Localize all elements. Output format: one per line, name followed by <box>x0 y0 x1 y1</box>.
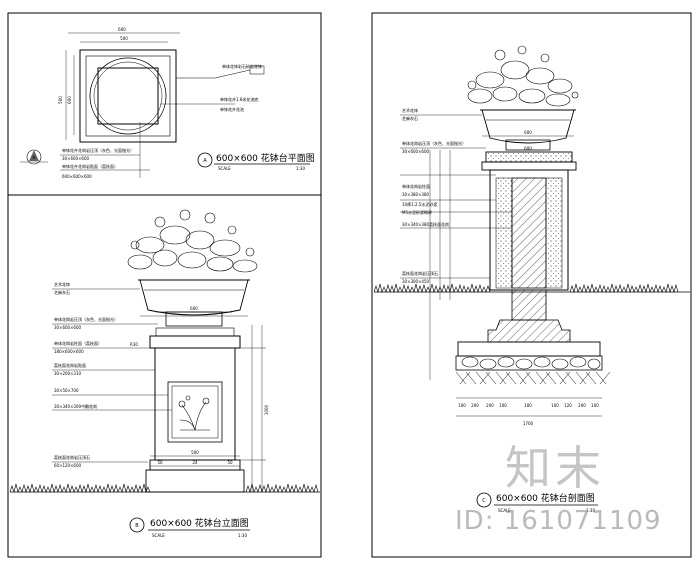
dim-bottom-part-8: 100 <box>591 403 599 408</box>
note-a-4: 30×600×600 <box>62 156 90 161</box>
dim-top-c: 600 <box>524 146 532 151</box>
label-b-2: 单体花岗岩压顶（灰色、光面抛光） <box>54 316 118 322</box>
note-a-1: 单钵花卉1.8米花池底 <box>220 96 258 102</box>
watermark-id: ID: 161071109 <box>455 506 662 536</box>
ground-grass-c <box>373 283 690 294</box>
label-c-10: 30×300×450 <box>402 279 430 284</box>
label-b-8: 30×50×700 <box>54 388 79 393</box>
note-a-5: 单钵花卉花岗岩贴面（荔枝面） <box>62 163 118 169</box>
label-b-1: 芝麻灰石 <box>54 289 70 295</box>
dim-pot-b: 600 <box>190 306 198 311</box>
panel-c-scale: SCALE <box>498 508 511 513</box>
dim-side-inner: 600 <box>67 96 72 104</box>
right-sheet <box>371 12 692 558</box>
note-a-0: 单体花钵彩石砂岩花钵 <box>222 63 262 69</box>
dim-bottom-part-0: 100 <box>458 403 466 408</box>
label-b-9: 30×340×300中雕花岗 <box>54 403 97 409</box>
panel-b-scale: SCALE <box>152 533 165 538</box>
label-b-6: 荔枝面花岗岩贴面 <box>54 362 86 368</box>
panel-b-elevation: 600 R30 500 50 24 50 1000 <box>9 209 320 538</box>
dim-base-b: 500 <box>191 450 199 455</box>
label-b-11: 60×120×600 <box>54 463 82 468</box>
label-c-6: 10厚1:2.5水泥砂浆 <box>402 201 437 207</box>
label-c-3: 30×600×600 <box>402 149 430 154</box>
note-a-3: 单钵花卉花岗岩压顶（灰色、光面抛光） <box>62 147 134 153</box>
dim-bottom-part-1: 200 <box>471 403 479 408</box>
dim-bottom-part-6: 120 <box>564 403 572 408</box>
carved-plant-motif <box>178 395 210 431</box>
dim-height-b: 1000 <box>264 404 269 415</box>
panel-a-title: 600×600 花钵台平面图 <box>216 152 315 164</box>
label-b-5: 180×600×600 <box>54 349 84 354</box>
dim-bottom-part-4: 100 <box>524 403 532 408</box>
label-c-4: 单体花岗岩柱面 <box>402 183 430 189</box>
label-b-7: 30×200×310 <box>54 371 82 376</box>
watermark-brand: 知末 <box>505 441 605 495</box>
label-b-10: 荔枝面花岗岩压顶石 <box>54 454 90 460</box>
label-c-9: 荔枝面花岗岩压顶石 <box>402 270 438 276</box>
panel-b-title: 600×600 花钵台立面图 <box>150 517 249 529</box>
label-c-5: 30×380×380 <box>402 192 430 197</box>
dim-bottom-part-2: 200 <box>486 403 494 408</box>
left-sheet <box>7 12 322 558</box>
dim-side-outer: 500 <box>58 96 63 104</box>
dim-bottom-total: 1700 <box>523 421 534 426</box>
ground-grass-b <box>9 483 320 494</box>
dim-base-part-1: 24 <box>192 460 198 465</box>
dim-bottom-part-5: 100 <box>551 403 559 408</box>
dim-top-outer: 600 <box>118 27 126 32</box>
north-mark: N <box>33 155 36 160</box>
panel-a-circle: A <box>203 158 207 164</box>
dim-base-part-0: 50 <box>157 460 163 465</box>
label-c-2: 单体花岗岩压顶（灰色、光面抛光） <box>402 140 466 146</box>
dim-cap-b: R30 <box>130 342 138 347</box>
panel-c-labels: 艺术花钵 芝麻灰石 单体花岗岩压顶（灰色、光面抛光） 30×600×600 单体… <box>400 107 512 284</box>
label-c-8: 30×340×380荔枝面花岗 <box>402 221 449 227</box>
plant-foliage-c <box>467 45 579 107</box>
dim-bottom-part-3: 100 <box>499 403 507 408</box>
dim-top-inner: 500 <box>120 36 128 41</box>
panel-b-labels: 艺术花钵 芝麻灰石 单体花岗岩压顶（灰色、光面抛光） 30×600×600 单体… <box>52 281 172 468</box>
plant-foliage-b <box>127 209 258 273</box>
panel-b-circle: B <box>135 523 139 529</box>
panel-a-plan: 600 500 500 600 单体花钵彩石砂岩花钵 单钵花卉1.8米花池底 单… <box>20 27 315 179</box>
panel-a-scale: SCALE <box>218 166 231 171</box>
panel-c-section: 600 600 <box>373 45 690 513</box>
panel-c-ratio: 1:30 <box>586 508 595 513</box>
dim-pot-c: 600 <box>524 130 532 135</box>
panel-a-ratio: 1:30 <box>296 166 305 171</box>
gravel-layer <box>461 356 601 370</box>
label-b-0: 艺术花钵 <box>54 281 70 287</box>
label-c-7: M5水泥砂浆砌砖 <box>402 209 432 215</box>
panel-b-ratio: 1:30 <box>238 533 247 538</box>
dim-base-part-2: 50 <box>227 460 233 465</box>
label-b-3: 30×600×600 <box>54 325 82 330</box>
dim-bottom-part-7: 200 <box>578 403 586 408</box>
panel-c-circle: C <box>482 498 486 504</box>
bottom-dims: 100 200 200 100 100 100 120 200 100 1700 <box>458 403 599 426</box>
compacted-soil <box>455 371 611 385</box>
note-a-2: 单钵花卉花池 <box>220 106 244 112</box>
label-c-0: 艺术花钵 <box>402 107 418 113</box>
label-b-4: 单体花岗岩柱面（荔枝面） <box>54 340 102 346</box>
panel-c-title: 600×600 花钵台剖面图 <box>496 492 595 504</box>
label-c-1: 芝麻灰石 <box>402 115 418 121</box>
note-a-6: 600×600×600 <box>62 174 92 179</box>
